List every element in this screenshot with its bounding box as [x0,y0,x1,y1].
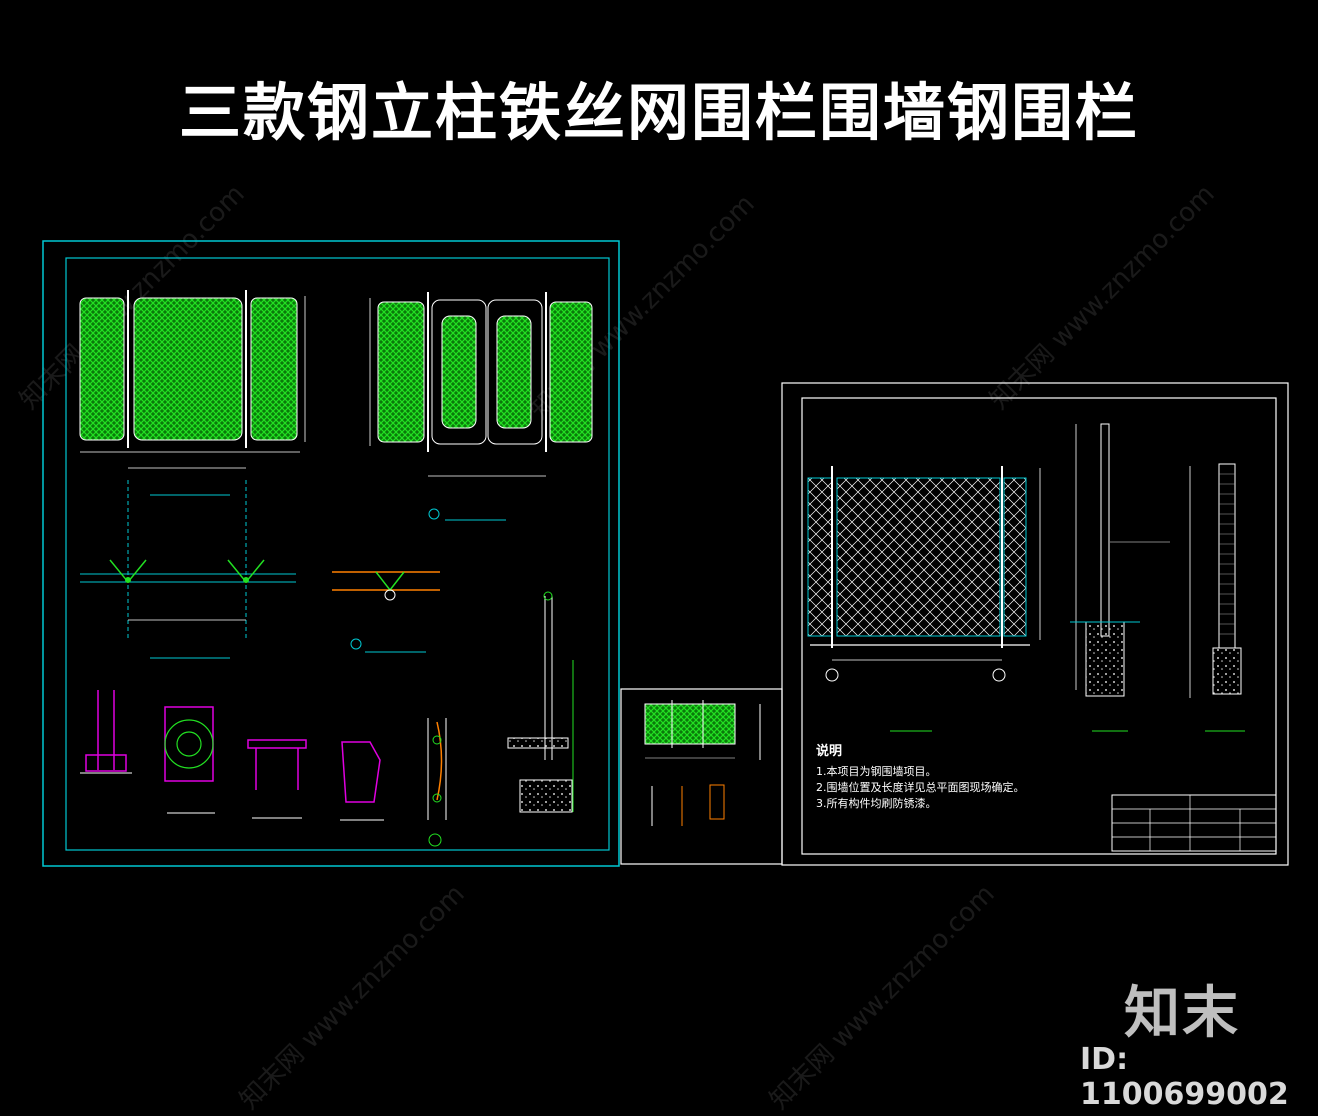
fence-elevation-2 [369,292,593,521]
brick-pillar-section [1189,463,1245,732]
detail-cap [247,739,307,819]
title-block [1111,794,1277,852]
notes-line: 3.所有构件均刷防锈漆。 [816,797,937,810]
chain-link-elevation [807,466,1041,732]
sheet-left [42,240,620,867]
brand-logo: 知末 [1124,981,1240,1046]
notes: 说明 1.本项目为钢围墙项目。 2.围墙位置及长度详见总平面图现场确定。 3.所… [816,744,1025,812]
post-section [1070,423,1170,732]
detail-post-footing [507,591,574,813]
detail-flange [164,706,215,814]
sheet-right [781,382,1289,866]
fence-elevation-1 [79,290,306,496]
notes-line: 2.围墙位置及长度详见总平面图现场确定。 [816,781,1025,794]
fence-plan-1 [80,480,296,659]
detail-a [427,718,447,847]
id-label: ID: 1100699002 [1080,1042,1289,1112]
detail-post-base [80,690,132,774]
detail-2 [332,571,440,653]
detail-clip [340,741,384,821]
sheet-middle [620,688,783,865]
page-title: 三款钢立柱铁丝网围栏围墙钢围栏 [178,76,1139,149]
notes-line: 1.本项目为钢围墙项目。 [816,765,937,778]
notes-heading: 说明 [816,744,843,759]
